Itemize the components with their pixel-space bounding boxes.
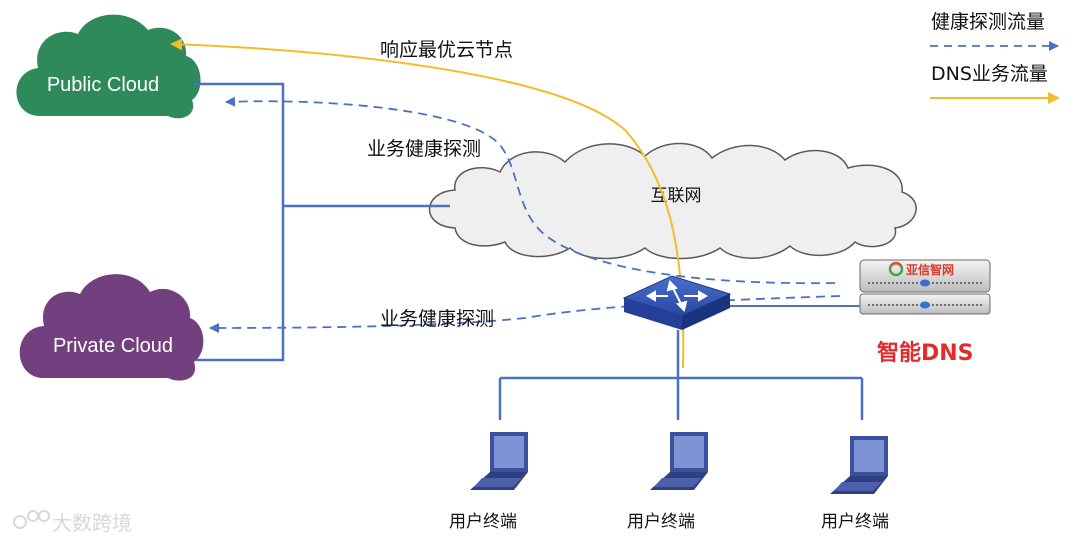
watermark: 大数跨境: [13, 510, 132, 535]
health-check-top-arrow: [225, 96, 836, 285]
terminal-label-left: 用户终端: [449, 512, 517, 532]
legend-dns-traffic-label: DNS业务流量: [931, 63, 1048, 85]
laptop-icon: [650, 432, 708, 490]
dns-brand-logo: 亚信智网: [888, 261, 954, 277]
public-cloud-label: Public Cloud: [47, 74, 159, 96]
watermark-text: 大数跨境: [52, 511, 132, 535]
laptop-icon: [470, 432, 528, 490]
public-cloud: Public Cloud: [16, 14, 201, 119]
switch-icon: [622, 275, 732, 330]
network-links: [194, 82, 864, 420]
legend: 健康探测流量 DNS业务流量: [930, 11, 1060, 104]
public-cloud-link: [194, 82, 285, 362]
internet-cloud-label: 互联网: [651, 186, 702, 206]
private-cloud: Private Cloud: [19, 274, 204, 381]
dns-server-label: 智能DNS: [877, 340, 974, 366]
health-check-top-label: 业务健康探测: [367, 138, 481, 160]
legend-health-check-label: 健康探测流量: [931, 11, 1045, 33]
terminal-label-right: 用户终端: [821, 512, 889, 532]
dns-response-arrow: [170, 38, 685, 369]
laptop-icon: [830, 436, 888, 494]
optimal-node-label: 响应最优云节点: [380, 39, 513, 61]
health-check-bottom-arrow: [209, 295, 841, 333]
dns-server-icon: 亚信智网: [859, 259, 991, 315]
internet-cloud: 互联网: [428, 142, 917, 260]
private-cloud-shape: [19, 274, 204, 381]
public-cloud-shape: [16, 14, 201, 119]
terminal-label-middle: 用户终端: [627, 512, 695, 532]
internet-cloud-shape: [428, 142, 917, 260]
dns-brand-text: 亚信智网: [906, 262, 954, 277]
health-check-bottom-label: 业务健康探测: [380, 308, 494, 330]
private-cloud-label: Private Cloud: [53, 335, 173, 357]
watermark-logo-icon: [13, 510, 50, 529]
